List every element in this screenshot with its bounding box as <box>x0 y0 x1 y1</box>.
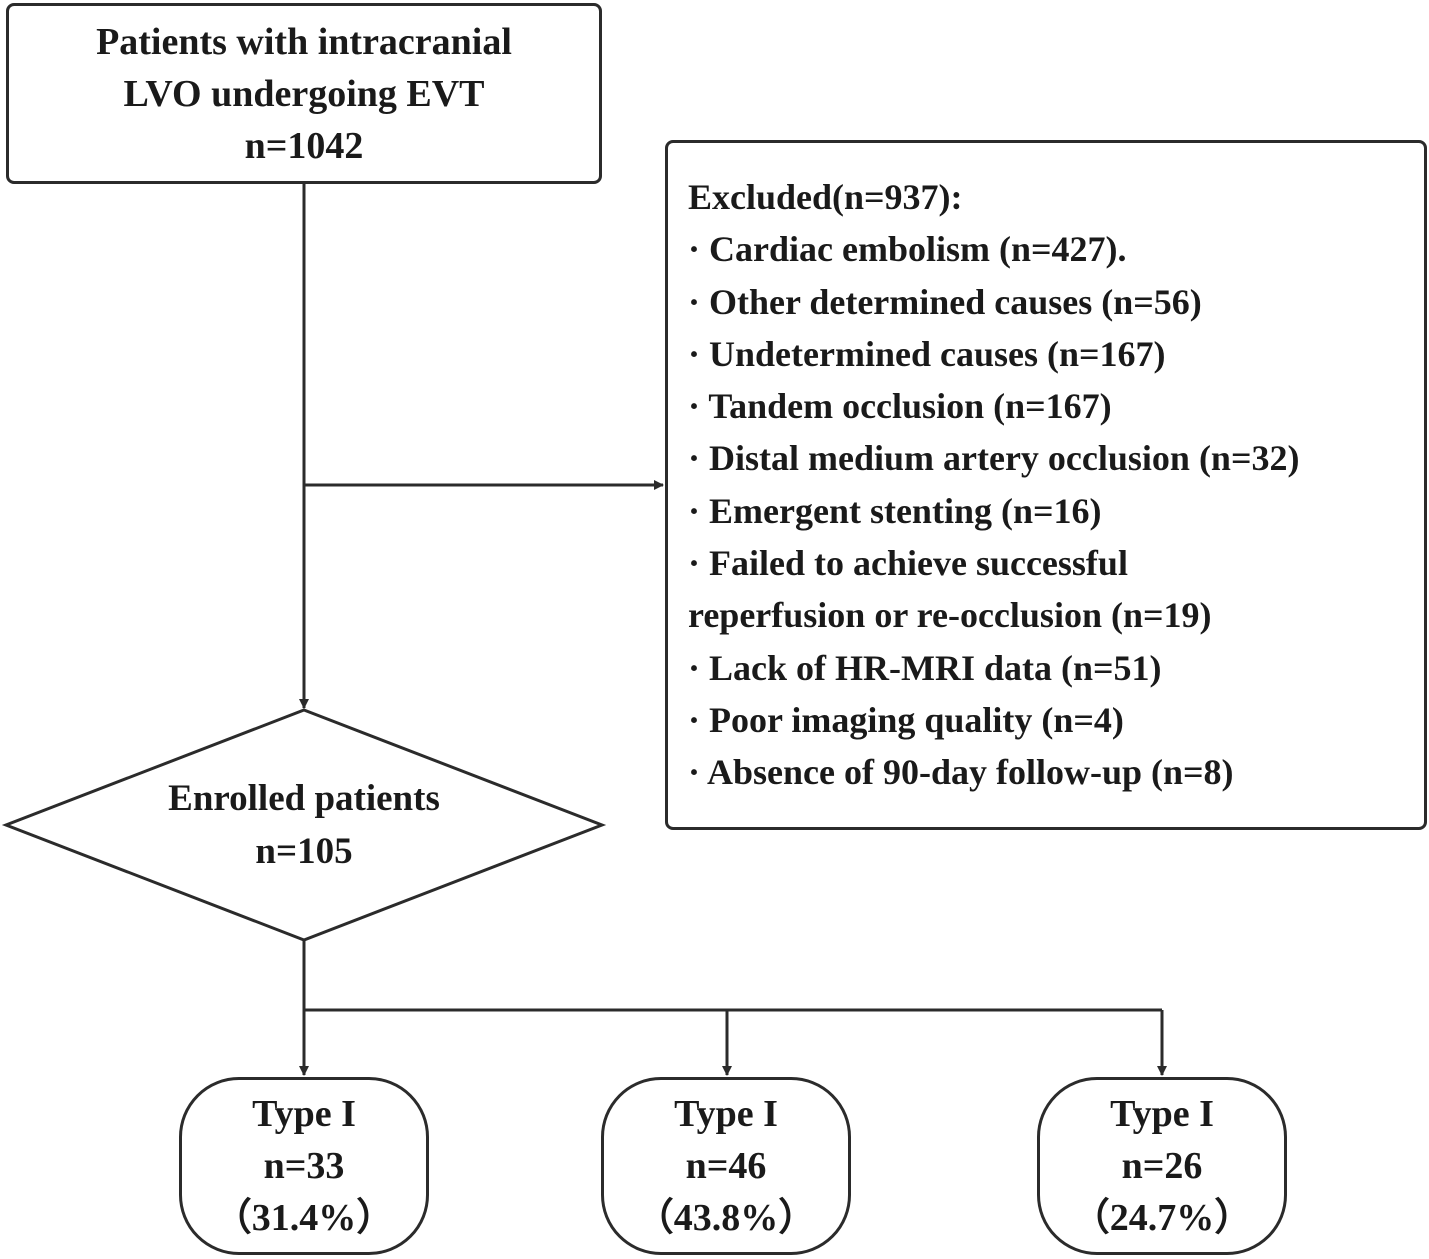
excluded-item: · Failed to achieve successful <box>688 543 1128 584</box>
excluded-item: · Tandem occlusion (n=167) <box>688 386 1112 427</box>
source-line-1: Patients with intracranial <box>96 20 512 63</box>
excluded-item: · Other determined causes (n=56) <box>688 281 1202 322</box>
source-count: n=1042 <box>244 124 364 167</box>
excluded-box: Excluded(n=937): · Cardiac embolism (n=4… <box>665 140 1427 830</box>
excluded-heading: Excluded(n=937): <box>688 177 963 217</box>
type-percent: （43.8%） <box>635 1197 817 1239</box>
type-group-box-2: Type I n=46 （43.8%） <box>601 1077 851 1255</box>
type-group-box-1: Type I n=33 （31.4%） <box>179 1077 429 1255</box>
excluded-item: · Poor imaging quality (n=4) <box>688 699 1124 740</box>
type-percent: （24.7%） <box>1071 1197 1253 1239</box>
source-line-2: LVO undergoing EVT <box>123 72 485 115</box>
enrolled-count: n=105 <box>255 831 353 872</box>
excluded-item: · Cardiac embolism (n=427). <box>688 229 1127 270</box>
enrolled-title: Enrolled patients <box>168 778 440 819</box>
excluded-item: · Distal medium artery occlusion (n=32) <box>688 438 1300 479</box>
type-percent: （31.4%） <box>213 1197 395 1239</box>
type-label: Type I <box>1110 1093 1214 1135</box>
enrolled-label: Enrolled patients n=105 <box>4 772 604 878</box>
type-count: n=26 <box>1121 1145 1203 1187</box>
source-population-box: Patients with intracranial LVO undergoin… <box>6 3 602 184</box>
excluded-item: · Undetermined causes (n=167) <box>688 333 1166 374</box>
excluded-item: · Lack of HR-MRI data (n=51) <box>688 647 1162 688</box>
type-count: n=33 <box>263 1145 345 1187</box>
excluded-item: · Emergent stenting (n=16) <box>688 490 1102 531</box>
type-count: n=46 <box>685 1145 767 1187</box>
type-label: Type I <box>674 1093 778 1135</box>
excluded-item: · Absence of 90-day follow-up (n=8) <box>688 752 1234 793</box>
type-label: Type I <box>252 1093 356 1135</box>
excluded-item: reperfusion or re-occlusion (n=19) <box>688 595 1212 636</box>
type-group-box-3: Type I n=26 （24.7%） <box>1037 1077 1287 1255</box>
